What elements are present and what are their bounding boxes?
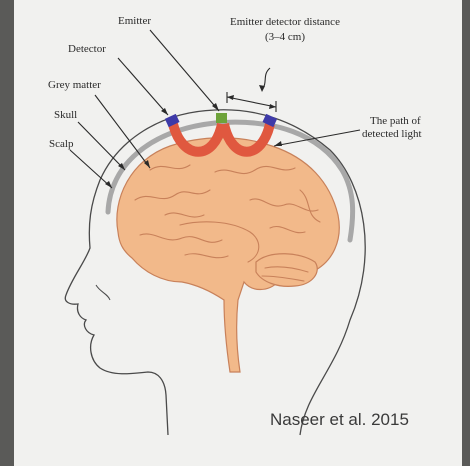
grey-matter-label: Grey matter [48,79,101,91]
light-path-label-line2: detected light [362,128,422,140]
skull-label: Skull [54,109,77,121]
emitter-label: Emitter [118,15,151,27]
citation: Naseer et al. 2015 [270,410,409,430]
distance-label-line2: (3–4 cm) [265,31,305,43]
light-path-label-line1: The path of [370,115,421,127]
emitter-optode [216,113,227,123]
distance-label-line1: Emitter detector distance [230,16,340,28]
scalp-label: Scalp [49,138,73,150]
detector-label: Detector [68,43,106,55]
